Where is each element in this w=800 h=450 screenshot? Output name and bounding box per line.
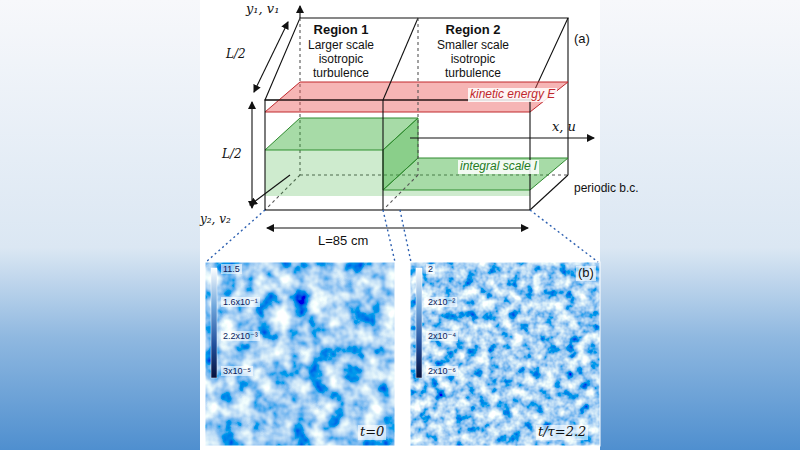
- colorbar: [211, 268, 217, 378]
- colorbar-tick: 2x10⁻⁶: [426, 366, 458, 376]
- region-box: Region 1Larger scale isotropic turbulenc…: [300, 22, 382, 82]
- integral-scale-surface: [265, 118, 568, 196]
- time-label: t=0: [358, 425, 386, 440]
- region-description: Larger scale isotropic turbulence: [300, 38, 382, 80]
- colorbar-tick: 1.6x10⁻¹: [221, 297, 260, 307]
- axis-label: y₁, v₁: [246, 2, 279, 17]
- surface-label: integral scale l: [458, 160, 539, 174]
- region-box: Region 2Smaller scale isotropic turbulen…: [432, 22, 514, 82]
- dimension-label: L/2: [220, 148, 244, 162]
- colorbar-tick: 2x10⁻⁴: [426, 331, 458, 341]
- side-panel: [0, 0, 200, 450]
- leader-lines: [206, 210, 598, 262]
- plane-label: kinetic energy E: [468, 88, 557, 102]
- vorticity-panel: [410, 262, 600, 446]
- axis-label: y₂, v₂: [200, 213, 231, 227]
- colorbar-tick: 2x10⁻²: [426, 297, 457, 307]
- dimension-label: L=85 cm: [318, 234, 368, 249]
- time-label: t/τ=2.2: [536, 425, 588, 440]
- panel-letter: (b): [576, 266, 596, 281]
- vorticity-panel: [205, 262, 395, 446]
- colorbar-tick: 3x10⁻⁵: [221, 366, 253, 376]
- panel-letter: (a): [574, 32, 590, 47]
- colorbar-tick: 11.5: [221, 264, 242, 274]
- region-description: Smaller scale isotropic turbulence: [432, 38, 514, 80]
- domain-box: [265, 18, 568, 210]
- side-panel: [600, 0, 800, 450]
- kinetic-energy-plane: [265, 82, 568, 112]
- colorbar-tick: 2.2x10⁻³: [221, 331, 260, 341]
- axis-arrows: [250, 6, 594, 228]
- colorbar: [416, 268, 422, 378]
- dimension-label: L/2: [224, 48, 248, 62]
- boundary-label: periodic b.c.: [574, 182, 639, 196]
- domain-box: [265, 18, 568, 210]
- region-title: Region 2: [432, 22, 514, 38]
- axis-label: x, u: [552, 120, 576, 135]
- colorbar-tick: 2: [426, 264, 435, 274]
- region-title: Region 1: [300, 22, 382, 38]
